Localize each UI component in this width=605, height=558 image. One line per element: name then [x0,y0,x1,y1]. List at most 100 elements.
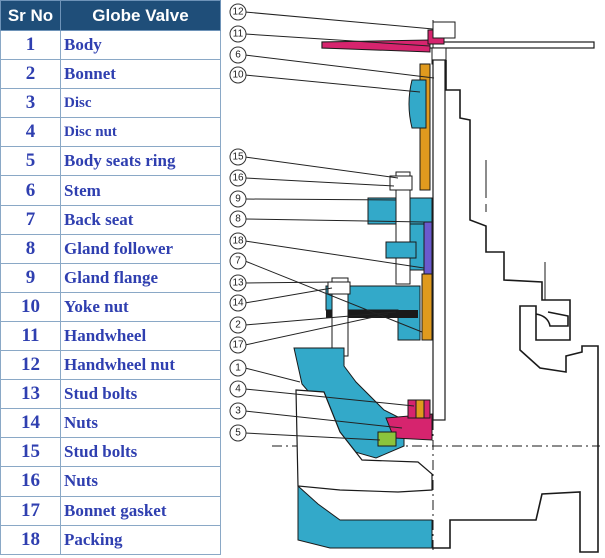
row-number: 10 [0,291,61,322]
leader-14 [244,287,333,304]
svg-text:2: 2 [235,320,241,331]
callout-2: 2 [229,316,247,334]
part-name: Bonnet gasket [60,495,221,526]
callout-14: 14 [229,294,247,312]
leader-17 [244,313,389,346]
leader-15 [244,156,399,179]
callout-17: 17 [229,336,247,354]
leader-8 [244,218,425,223]
globe-valve-diagram: 12 11 6 10 15 16 9 8 18 7 13 14 2 17 1 4… [229,3,600,553]
leader-3 [244,410,403,429]
part-name: Nuts [60,466,221,497]
leader-16 [244,177,395,187]
valve-outline-right [432,60,599,553]
svg-text:5: 5 [235,428,241,439]
row-number: 11 [0,320,61,352]
svg-text:4: 4 [235,384,241,395]
svg-text:3: 3 [235,406,241,417]
gland-nut-lower [385,241,417,259]
part-name: Stud bolts [60,437,221,468]
row-number: 6 [0,175,61,206]
row-number: 17 [0,495,61,526]
part-name: Handwheel nut [60,350,221,381]
body-seat-ring [377,431,397,447]
leader-11 [244,33,431,47]
row-number: 16 [0,466,61,497]
leader-6 [244,54,435,79]
handwheel [321,39,431,53]
packing [423,221,433,281]
leader-18 [244,240,425,269]
body-flange [297,484,433,549]
leader-10 [244,74,421,93]
callout-4: 4 [229,380,247,398]
callout-8: 8 [229,210,247,228]
part-name: Stem [60,175,221,206]
gland-nut-top [389,175,413,191]
header-sr-no: Sr No [0,0,61,31]
table-header-row: Sr No Globe Valve [0,0,221,31]
part-name: Gland flange [60,262,221,293]
part-name: Yoke nut [60,291,221,322]
part-name: Disc nut [60,117,221,148]
svg-text:7: 7 [235,256,241,267]
callout-12: 12 [229,3,247,21]
row-number: 12 [0,350,61,381]
row-number: 4 [0,117,61,148]
callout-11: 11 [229,25,247,43]
row-number: 18 [0,524,61,555]
callout-18: 18 [229,232,247,250]
row-number: 1 [0,29,61,61]
leader-7 [244,260,423,333]
svg-text:8: 8 [235,214,241,225]
callout-15: 15 [229,148,247,166]
callout-1: 1 [229,359,247,377]
part-name: Gland follower [60,233,221,264]
part-name: Handwheel [60,320,221,352]
part-name: Nuts [60,408,221,439]
handwheel-nut [432,21,456,39]
callout-6: 6 [229,46,247,64]
svg-text:16: 16 [232,173,244,184]
callout-9: 9 [229,190,247,208]
svg-text:17: 17 [232,340,244,351]
header-globe-valve: Globe Valve [60,0,221,31]
part-name: Back seat [60,204,221,235]
callout-16: 16 [229,169,247,187]
svg-text:10: 10 [232,70,244,81]
leader-9 [244,198,397,201]
row-number: 3 [0,88,61,119]
leader-2 [244,311,397,326]
row-number: 15 [0,437,61,468]
row-number: 5 [0,146,61,177]
part-name: Stud bolts [60,379,221,410]
svg-text:13: 13 [232,278,244,289]
callout-5: 5 [229,424,247,442]
svg-text:6: 6 [235,50,241,61]
part-name: Packing [60,524,221,555]
body-lower [295,389,433,493]
part-name: Body seats ring [60,146,221,177]
stem [432,59,446,421]
part-name: Body [60,29,221,61]
callout-7: 7 [229,252,247,270]
row-number: 13 [0,379,61,410]
svg-text:1: 1 [235,363,241,374]
part-name: Disc [60,88,221,119]
svg-text:9: 9 [235,194,241,205]
